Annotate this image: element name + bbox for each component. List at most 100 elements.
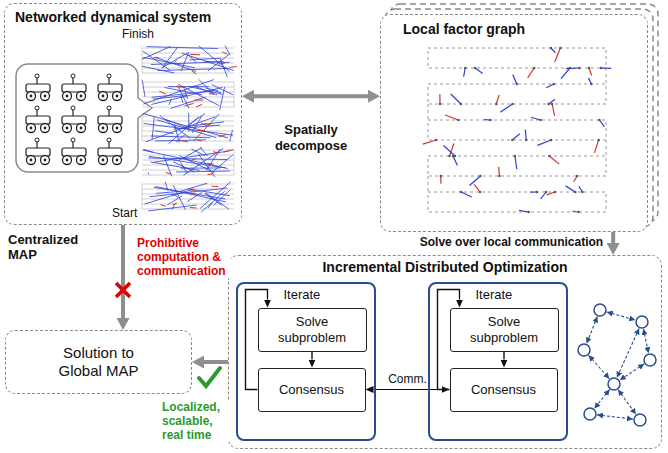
network-graph	[618, 390, 636, 415]
trajectory-plot	[176, 86, 185, 88]
factor-graph	[451, 94, 461, 104]
trajectory-plot	[194, 100, 203, 101]
factor-graph	[531, 117, 541, 120]
factor-graph	[514, 155, 516, 157]
robot-icon	[35, 74, 39, 78]
network-graph	[594, 304, 606, 316]
factor-graph	[439, 94, 440, 104]
factor-graph	[590, 83, 592, 85]
network-graph	[584, 408, 596, 420]
flow-arrow	[121, 225, 125, 318]
robot-icon	[102, 127, 105, 130]
trajectory-plot	[180, 141, 188, 142]
trajectory-plot	[219, 134, 226, 136]
map-marker: Start	[110, 206, 139, 220]
factor-graph	[528, 68, 535, 78]
trajectory-plot	[181, 52, 189, 71]
trajectory-plot	[230, 130, 233, 141]
process-box: Solve subproblem	[450, 308, 559, 352]
trajectory-plot	[222, 52, 227, 55]
factor-graph	[500, 104, 512, 112]
flow-arrow	[503, 352, 504, 360]
trajectory-plot	[190, 54, 200, 55]
trajectory-plot	[142, 87, 234, 88]
factor-graph	[428, 48, 606, 68]
robot-icon	[26, 106, 50, 133]
trajectory-plot	[159, 91, 166, 94]
check-mark	[199, 368, 220, 386]
factor-graph	[599, 120, 604, 127]
trajectory-plot	[142, 116, 143, 141]
factor-graph	[460, 103, 462, 105]
network-graph	[578, 344, 590, 356]
trajectory-plot	[152, 117, 154, 139]
robot-icon	[26, 148, 50, 156]
factor-graph	[576, 175, 578, 177]
trajectory-plot	[146, 47, 218, 49]
factor-graph	[435, 139, 437, 141]
factor-graph	[561, 68, 570, 79]
factor-graph	[511, 103, 513, 105]
robot-icon	[71, 138, 75, 142]
trajectory-plot	[204, 123, 210, 125]
robot-icon	[99, 124, 108, 133]
factor-graph	[559, 47, 561, 49]
robot-icon	[41, 156, 50, 165]
factor-graph	[519, 210, 529, 212]
panel-title: Networked dynamical system	[15, 9, 231, 26]
trajectory-plot	[198, 154, 215, 177]
robot-icon	[80, 95, 83, 98]
trajectory-plot	[212, 186, 219, 187]
network-graph	[578, 304, 656, 426]
factor-graph	[569, 67, 571, 69]
trajectory-plot	[192, 158, 197, 160]
factor-graph	[445, 115, 458, 120]
robot-icon	[26, 138, 50, 165]
box-label: Consensus	[279, 382, 344, 398]
trajectory-plot	[142, 141, 234, 142]
robot-icon	[116, 159, 119, 162]
trajectory-plot	[143, 57, 195, 68]
robot-icon	[98, 84, 122, 92]
factor-graph	[548, 155, 550, 157]
trajectory-plot	[182, 53, 234, 70]
factor-graph	[606, 68, 607, 84]
process-box: Consensus	[450, 368, 558, 412]
trajectory-plot	[142, 184, 143, 209]
trajectory-plot	[148, 172, 149, 174]
robot-icon	[30, 159, 33, 162]
trajectory-plot	[212, 85, 233, 95]
trajectory-plot	[168, 86, 209, 87]
factor-graph	[428, 176, 429, 192]
robot-icon	[35, 138, 39, 142]
robot-icon	[62, 148, 86, 156]
trajectory-plot	[185, 103, 194, 106]
flow-arrow	[254, 94, 368, 98]
trajectory-plot	[191, 149, 205, 156]
factor-graph	[578, 67, 580, 69]
panel-title: Incremental Distributed Optimization	[237, 259, 653, 276]
factor-graph	[606, 140, 607, 156]
factor-graph	[464, 68, 466, 77]
factor-graph	[581, 191, 583, 193]
trajectory-plot	[142, 121, 234, 122]
trajectory-plot	[229, 66, 236, 68]
network-graph	[643, 329, 648, 353]
trajectory-plot	[198, 130, 205, 131]
network-graph	[608, 378, 620, 390]
robot-icon	[71, 74, 75, 78]
trajectory-plot	[149, 156, 226, 168]
factor-graph	[461, 192, 472, 197]
trajectory-plot	[205, 193, 222, 205]
factor-graph	[496, 95, 499, 104]
factor-graph	[541, 192, 546, 199]
robot-icon	[102, 159, 105, 162]
factor-graph	[428, 104, 429, 120]
trajectory-plot	[142, 170, 234, 171]
robot-icon	[107, 74, 111, 78]
network-graph	[594, 389, 609, 408]
trajectory-plot	[187, 192, 202, 201]
trajectory-plot	[142, 48, 143, 73]
factor-graph	[511, 139, 513, 141]
